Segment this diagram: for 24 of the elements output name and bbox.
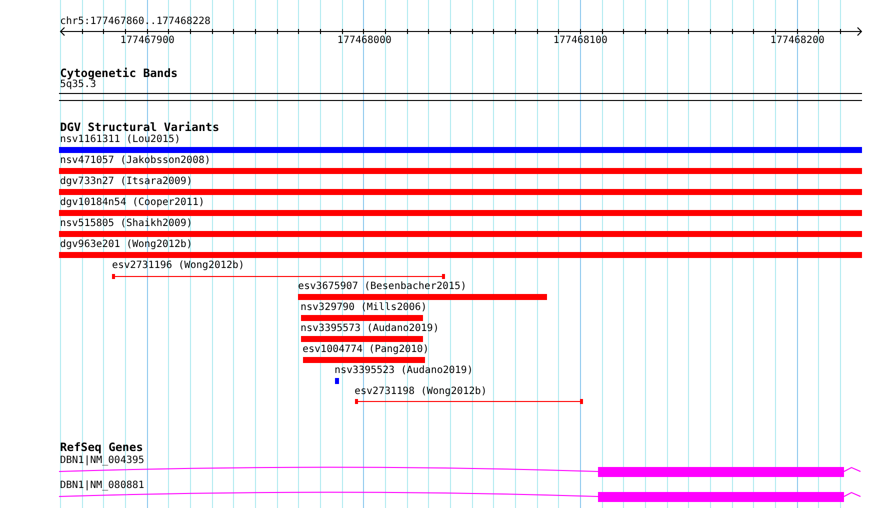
variant-label: dgv10184n54 (Cooper2011) — [60, 196, 204, 208]
variant-label: dgv733n27 (Itsara2009) — [60, 176, 192, 188]
variant-label: esv2731196 (Wong2012b) — [112, 260, 244, 272]
ruler-position-label: 177468000 — [337, 34, 392, 46]
variant-label: nsv329790 (Mills2006) — [300, 302, 427, 314]
variant-label: esv3675907 (Besenbacher2015) — [298, 280, 467, 292]
ruler-position-label: 177468100 — [553, 34, 608, 46]
variant-label: nsv1161311 (Lou2015) — [60, 134, 180, 146]
variant-label: esv1004774 (Pang2010) — [302, 344, 429, 356]
band-label: 5q35.3 — [60, 79, 96, 91]
ruler-position-label: 177468200 — [770, 34, 824, 46]
variant-label: nsv471057 (Jakobsson2008) — [60, 154, 211, 166]
coordinate-range-label: chr5:177467860..177468228 — [60, 16, 211, 28]
track-title: Cytogenetic Bands — [60, 66, 178, 80]
gene-label: DBN1|NM_004395 — [60, 454, 144, 466]
variant-label: esv2731198 (Wong2012b) — [354, 386, 487, 398]
variant-label: dgv963e201 (Wong2012b) — [60, 238, 192, 250]
variant-label: nsv3395573 (Audano2019) — [300, 322, 439, 334]
variant-label: nsv515805 (Shaikh2009) — [60, 218, 192, 230]
ruler-position-label: 177467900 — [120, 34, 174, 46]
variant-label: nsv3395523 (Audano2019) — [334, 364, 473, 376]
gene-label: DBN1|NM_080881 — [60, 480, 144, 492]
track-title: DGV Structural Variants — [60, 120, 220, 134]
track-title: RefSeq Genes — [60, 440, 144, 454]
